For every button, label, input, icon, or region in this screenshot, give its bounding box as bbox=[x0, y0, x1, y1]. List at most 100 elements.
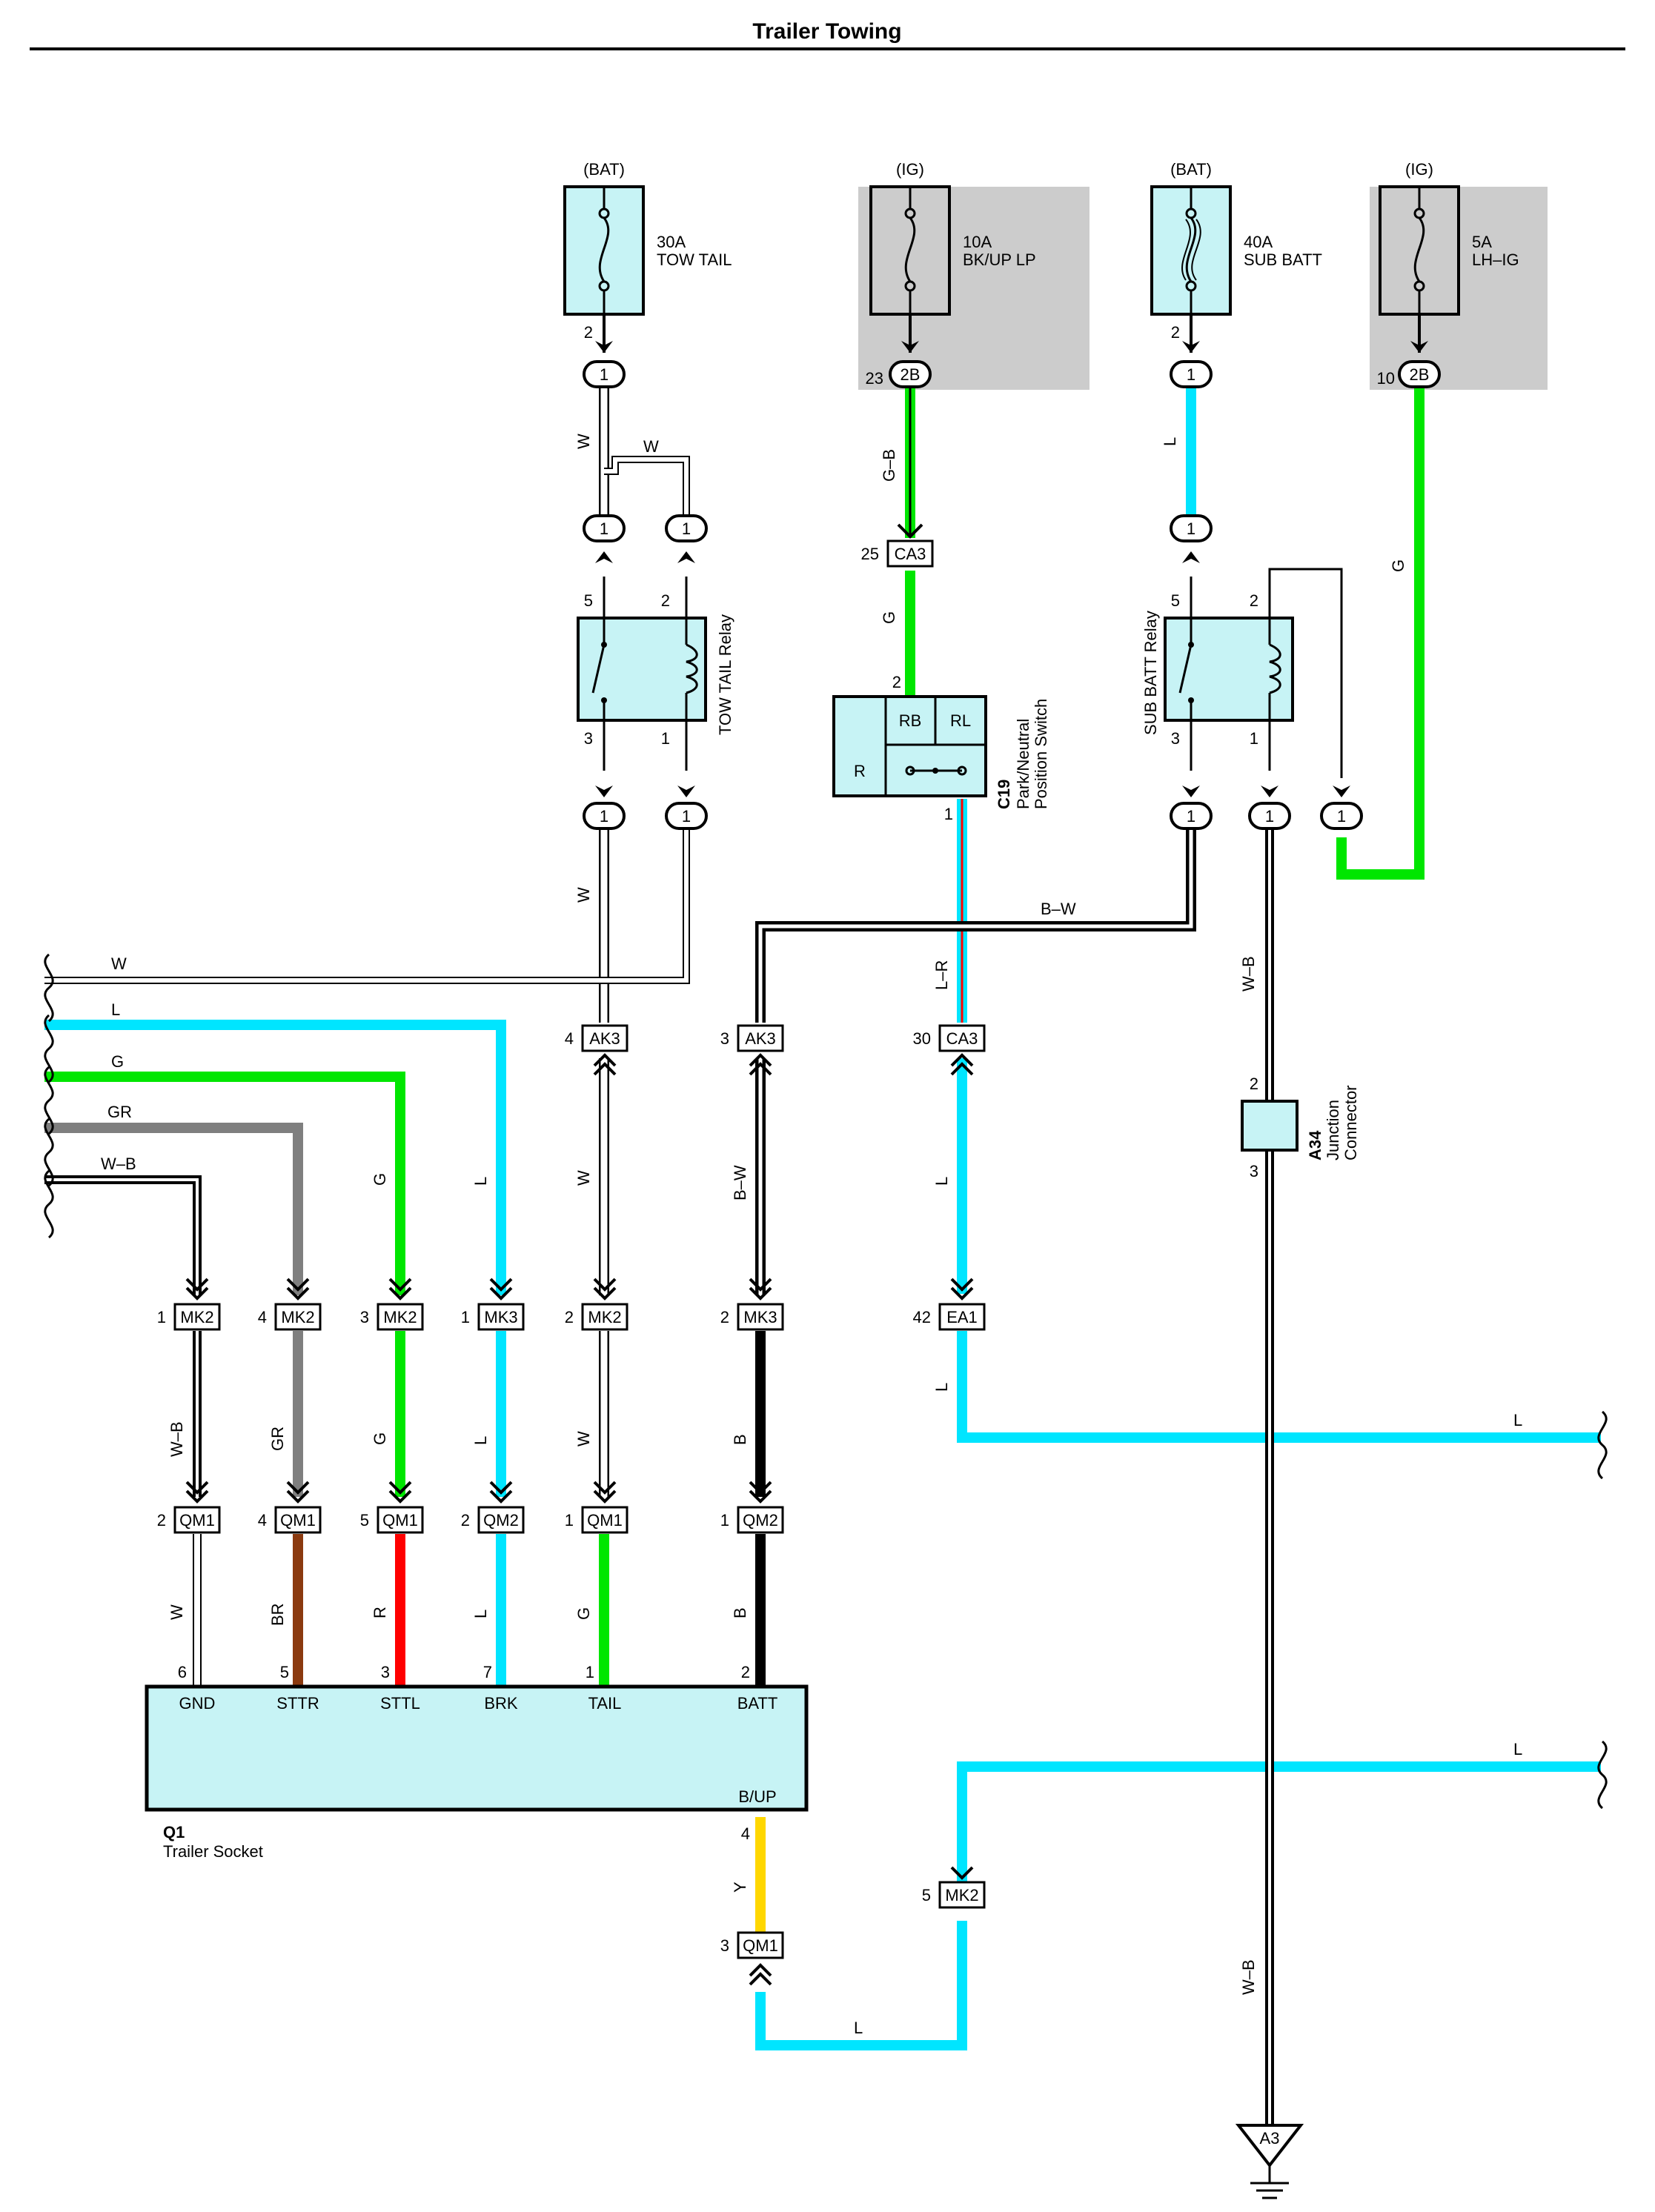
connector-name: MK3 bbox=[484, 1308, 517, 1326]
fuse-name: BK/UP LP bbox=[963, 250, 1036, 269]
junction-code: A34 bbox=[1306, 1130, 1324, 1160]
connector-pin: 1 bbox=[461, 1308, 470, 1326]
wire-label: W bbox=[168, 1604, 186, 1620]
wire-label: W bbox=[574, 887, 593, 903]
relay-pin: 1 bbox=[1250, 729, 1258, 748]
wire-label: B–W bbox=[731, 1165, 749, 1200]
socket-terminal-name: GND bbox=[179, 1694, 216, 1713]
switch-name: Position Switch bbox=[1032, 699, 1050, 809]
oval-connector-2b-bkup: 2B bbox=[889, 360, 932, 388]
wire-label: W bbox=[574, 1431, 593, 1447]
wire-label: B–W bbox=[1041, 900, 1076, 918]
junction-pin: 2 bbox=[1250, 1075, 1258, 1093]
fuse-source-label: (BAT) bbox=[1170, 160, 1212, 179]
switch-pin: 1 bbox=[944, 805, 953, 823]
wire-left-g bbox=[44, 1072, 405, 1686]
wire-label: L–R bbox=[932, 960, 951, 990]
double-chevrons bbox=[185, 523, 974, 1986]
chevron-arrows bbox=[595, 341, 1428, 797]
oval-connector-tow-fuse: 1 bbox=[583, 360, 626, 388]
wire-label: L bbox=[1513, 1740, 1522, 1758]
junction-pin: 3 bbox=[1250, 1162, 1258, 1180]
socket-terminal-name: BATT bbox=[737, 1694, 778, 1713]
connector-pin: 42 bbox=[913, 1308, 931, 1326]
connector-pin: 4 bbox=[565, 1029, 574, 1048]
wire-label: G–B bbox=[880, 449, 898, 482]
fuse-source-label: (IG) bbox=[896, 160, 924, 179]
connector-pin: 5 bbox=[922, 1886, 931, 1904]
junction-name: Junction bbox=[1324, 1100, 1342, 1160]
wire-label: W bbox=[574, 434, 593, 449]
connector-name: AK3 bbox=[589, 1029, 620, 1048]
switch-cell-label: R bbox=[854, 762, 866, 780]
svg-text:1: 1 bbox=[682, 519, 691, 538]
relay-pin: 5 bbox=[584, 591, 593, 610]
wire-label: G bbox=[371, 1173, 389, 1186]
oval-connector-relay2-in5: 1 bbox=[1170, 514, 1213, 542]
wire-label: BR bbox=[268, 1603, 287, 1626]
connector-pin: 3 bbox=[720, 1936, 729, 1955]
wire-label: GR bbox=[107, 1103, 132, 1121]
connector-name: MK2 bbox=[383, 1308, 417, 1326]
relay-pin: 2 bbox=[1250, 591, 1258, 610]
oval-connector-2b-lhig: 2B bbox=[1398, 360, 1441, 388]
connector-pin: 4 bbox=[258, 1308, 267, 1326]
wire-label: W bbox=[643, 437, 659, 456]
connector-name: CA3 bbox=[895, 545, 926, 563]
park-neutral-switch bbox=[832, 695, 987, 797]
fuse-rating: 5A bbox=[1472, 233, 1492, 251]
connector-pin: 1 bbox=[720, 1511, 729, 1530]
svg-text:1: 1 bbox=[1187, 807, 1195, 826]
connector-pin: 5 bbox=[360, 1511, 369, 1530]
socket-bup-pin: 4 bbox=[741, 1824, 750, 1843]
relay-name: TOW TAIL Relay bbox=[716, 614, 734, 735]
socket-terminal-pin: 6 bbox=[178, 1663, 187, 1681]
fuse-out-pin: 10 bbox=[1377, 369, 1395, 388]
connector-name: QM1 bbox=[179, 1511, 215, 1530]
fuse-40a-sub-batt bbox=[1150, 185, 1232, 316]
svg-text:1: 1 bbox=[600, 807, 608, 826]
connector-pin: 2 bbox=[461, 1511, 470, 1530]
switch-cell-label: RL bbox=[950, 711, 971, 730]
connector-pin: 30 bbox=[913, 1029, 931, 1048]
wire-label: G bbox=[880, 611, 898, 624]
oval-connector-relay1-in5: 1 bbox=[583, 514, 626, 542]
relay-pin: 5 bbox=[1171, 591, 1180, 610]
connector-name: QM2 bbox=[483, 1511, 519, 1530]
connector-name: QM1 bbox=[587, 1511, 623, 1530]
socket-name: Trailer Socket bbox=[163, 1842, 263, 1861]
svg-text:1: 1 bbox=[600, 365, 608, 384]
connector-name: EA1 bbox=[946, 1308, 978, 1326]
wire-label: B bbox=[731, 1607, 749, 1618]
wire-label: W–B bbox=[168, 1421, 186, 1457]
connector-pin: 2 bbox=[157, 1511, 166, 1530]
wire-tow-tail-w bbox=[599, 387, 690, 519]
wire-label: GR bbox=[268, 1426, 287, 1451]
socket-terminal-name: BRK bbox=[484, 1694, 518, 1713]
connector-name: MK2 bbox=[281, 1308, 314, 1326]
wire-label: G bbox=[1389, 559, 1407, 572]
oval-connector-relay1-out1: 1 bbox=[665, 802, 708, 830]
wire-label: L bbox=[932, 1383, 951, 1392]
wire-break-symbols-left bbox=[44, 953, 54, 1239]
switch-cell-label: RB bbox=[899, 711, 922, 730]
wire-label: W bbox=[111, 954, 127, 973]
fuse-name: TOW TAIL bbox=[657, 250, 732, 269]
fuse-rating: 10A bbox=[963, 233, 992, 251]
wire-lhig-g bbox=[1336, 387, 1425, 880]
socket-terminal-name: STTR bbox=[276, 1694, 319, 1713]
switch-name: Park/Neutral bbox=[1014, 719, 1032, 809]
wire-label: L bbox=[471, 1436, 490, 1445]
relay-pin: 3 bbox=[1171, 729, 1180, 748]
connector-pin: 1 bbox=[565, 1511, 574, 1530]
page-title: Trailer Towing bbox=[752, 19, 901, 44]
connector-name: QM1 bbox=[280, 1511, 316, 1530]
sub-batt-relay bbox=[1164, 577, 1294, 771]
connector-pin: 1 bbox=[157, 1308, 166, 1326]
wire-label: Y bbox=[731, 1881, 749, 1893]
fuse-source-label: (IG) bbox=[1405, 160, 1433, 179]
wire-label: L bbox=[1513, 1411, 1522, 1429]
relay-name: SUB BATT Relay bbox=[1141, 611, 1160, 735]
fuse-rating: 40A bbox=[1244, 233, 1273, 251]
